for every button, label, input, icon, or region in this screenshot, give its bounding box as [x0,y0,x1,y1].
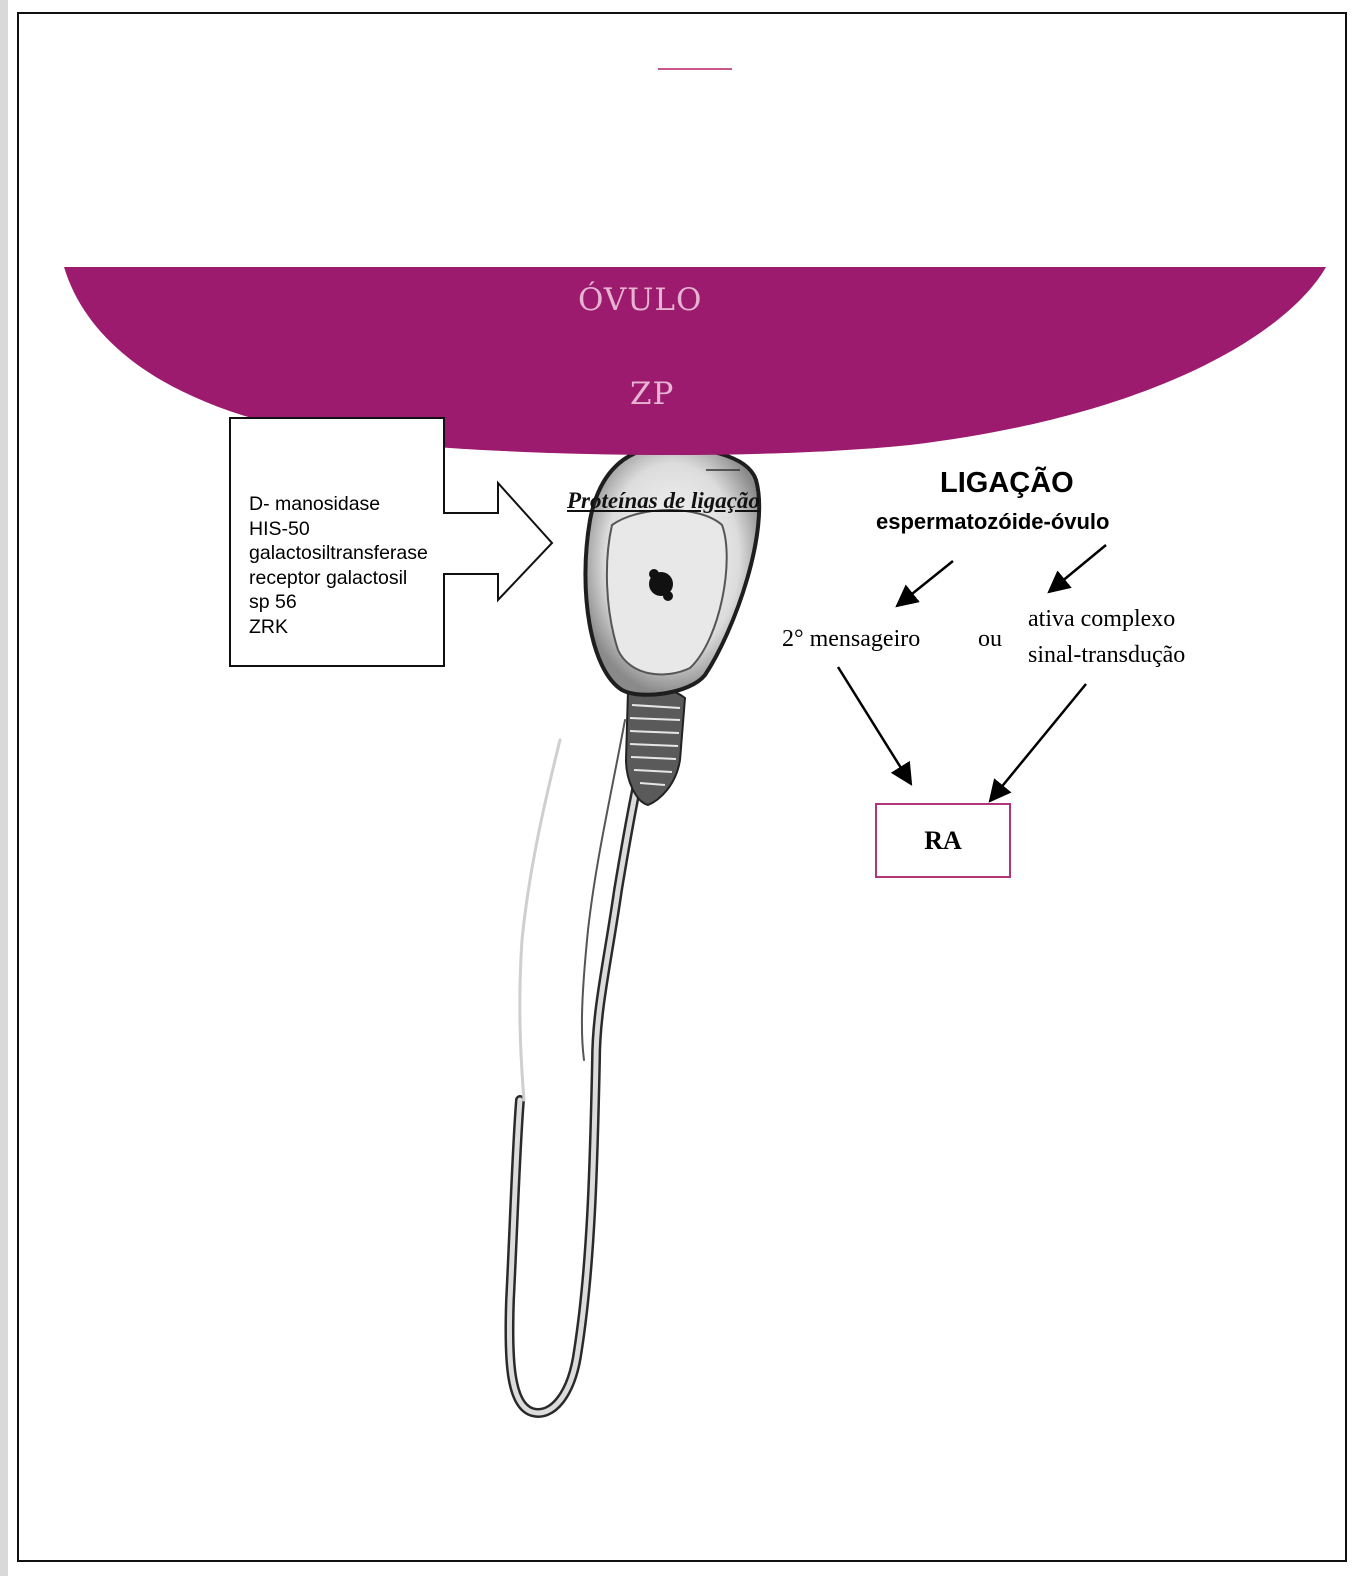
diagram-subtitle: espermatozóide-óvulo [876,509,1109,535]
zona-pellucida-label: ZP [630,376,674,412]
protein-item: D- manosidase [249,492,428,517]
sperm-tail [509,700,658,1413]
protein-item: sp 56 [249,590,428,615]
protein-item: HIS-50 [249,517,428,542]
arrow-to-signal-transduction [1049,545,1106,592]
second-messenger-label: 2° mensageiro [782,626,920,653]
protein-list: D- manosidase HIS-50 galactosiltransfera… [249,492,428,639]
protein-item: receptor galactosil [249,566,428,591]
sperm-head [585,447,759,694]
diagram-title: LIGAÇÃO [940,467,1074,500]
binding-proteins-label: Proteínas de ligação [567,488,760,514]
sperm-midpiece [626,685,685,805]
signal-transduction-label-line2: sinal-transdução [1028,642,1185,669]
or-label: ou [978,626,1002,653]
protein-item: ZRK [249,615,428,640]
ovum-label: ÓVULO [578,282,702,318]
protein-item: galactosiltransferase [249,541,428,566]
ra-label: RA [924,826,962,856]
ra-box: RA [875,803,1011,878]
arrow-signal-to-ra [990,684,1086,801]
arrow-to-second-messenger [897,561,953,606]
arrow-messenger-to-ra [838,667,911,784]
signal-transduction-label-line1: ativa complexo [1028,606,1175,633]
